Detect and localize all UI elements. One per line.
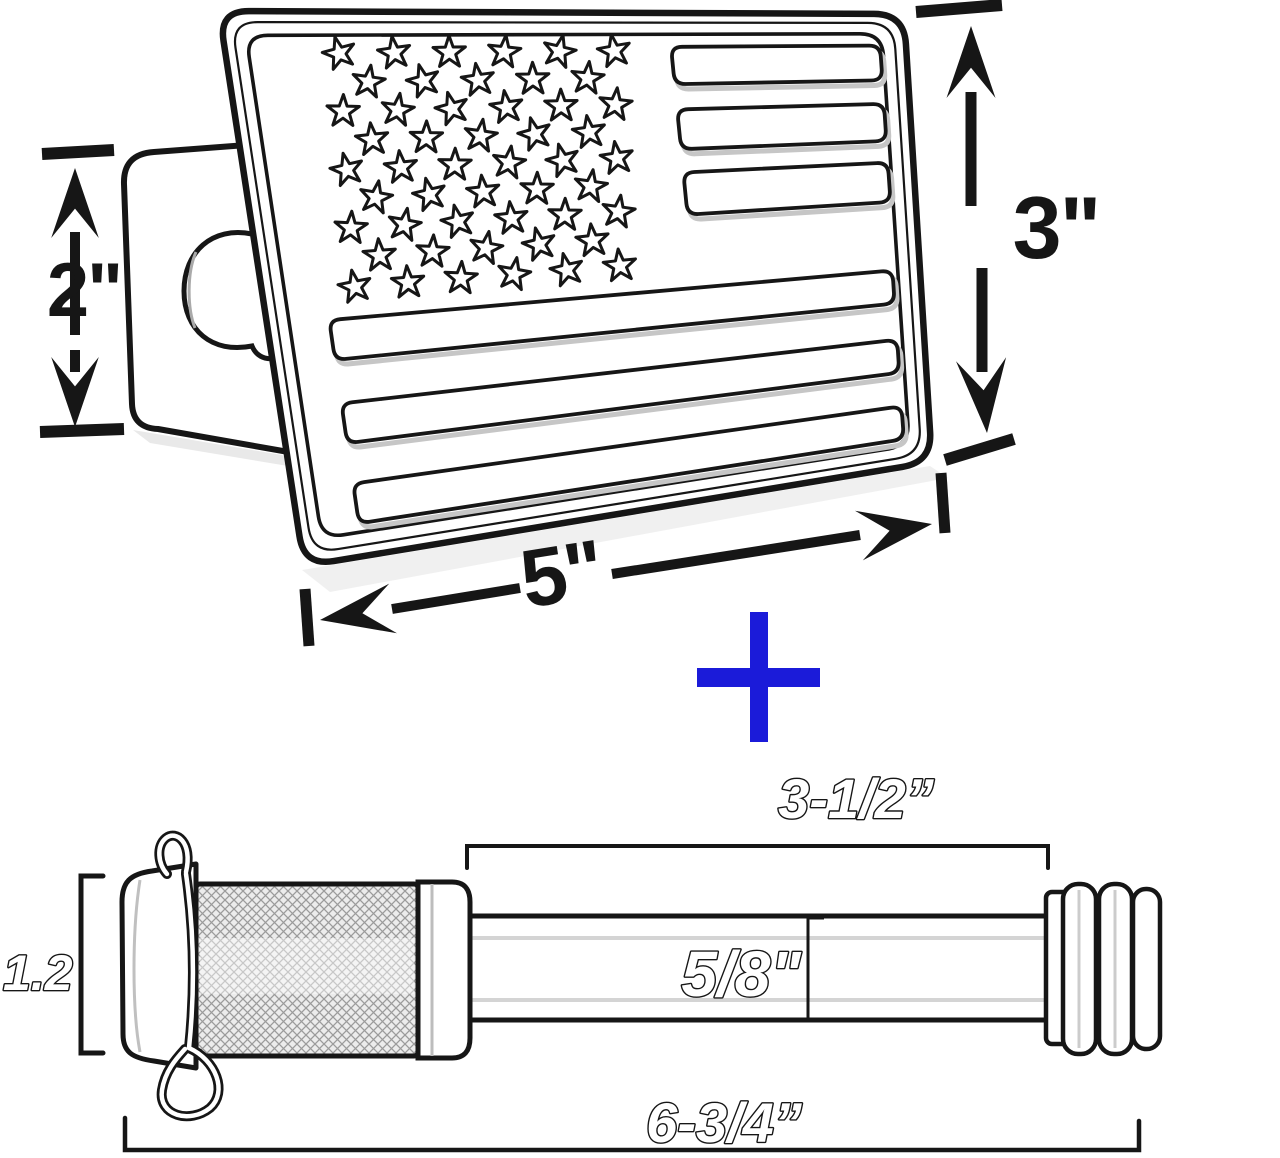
dim-total-length-label: 6-3/4” <box>646 1091 802 1154</box>
tube-shadow <box>133 430 300 468</box>
bracket-total-length <box>122 1115 1142 1153</box>
dim-5in-label: 5" <box>515 523 609 625</box>
plus-sign <box>697 612 820 742</box>
pin-end-cap <box>1043 881 1163 1057</box>
pin-shaft <box>470 916 1048 1020</box>
pin-head-shading <box>132 879 142 1053</box>
bracket-shaft-length <box>465 844 1050 870</box>
dim-diameter-label: 5/8" <box>681 938 801 1010</box>
pin-clip <box>154 830 224 1122</box>
pin-hole-depth-line <box>187 251 198 329</box>
dim-2in-label: 2" <box>47 248 121 333</box>
dim-shaft-length-label: 3-1/2” <box>778 767 934 830</box>
cap-ridge <box>1130 886 1163 1052</box>
shaft-diameter-mark <box>806 916 824 1021</box>
flag-stripes <box>328 43 909 530</box>
shadows <box>133 430 948 592</box>
dimension-lines <box>39 0 1016 647</box>
dimension-labels: 2" 3" 5" <box>47 178 1101 626</box>
pin-head <box>119 861 199 1071</box>
flag-plate <box>219 7 934 566</box>
hitch-pin-figure: 1.2 3-1/2” 5/8" 6-3/4” <box>2 766 1163 1155</box>
pin-knurl-highlight <box>200 938 414 994</box>
dim-3in-label: 3" <box>1013 178 1100 277</box>
plate-shadow <box>302 466 948 592</box>
clip-inner <box>157 833 221 1119</box>
dim-head-height-label: 1.2 <box>3 945 73 1001</box>
dim-5in-label-group: 5" <box>515 523 609 625</box>
pin-collar <box>415 879 473 1061</box>
bracket-head-height <box>78 873 106 1056</box>
plus-icon <box>697 612 820 742</box>
